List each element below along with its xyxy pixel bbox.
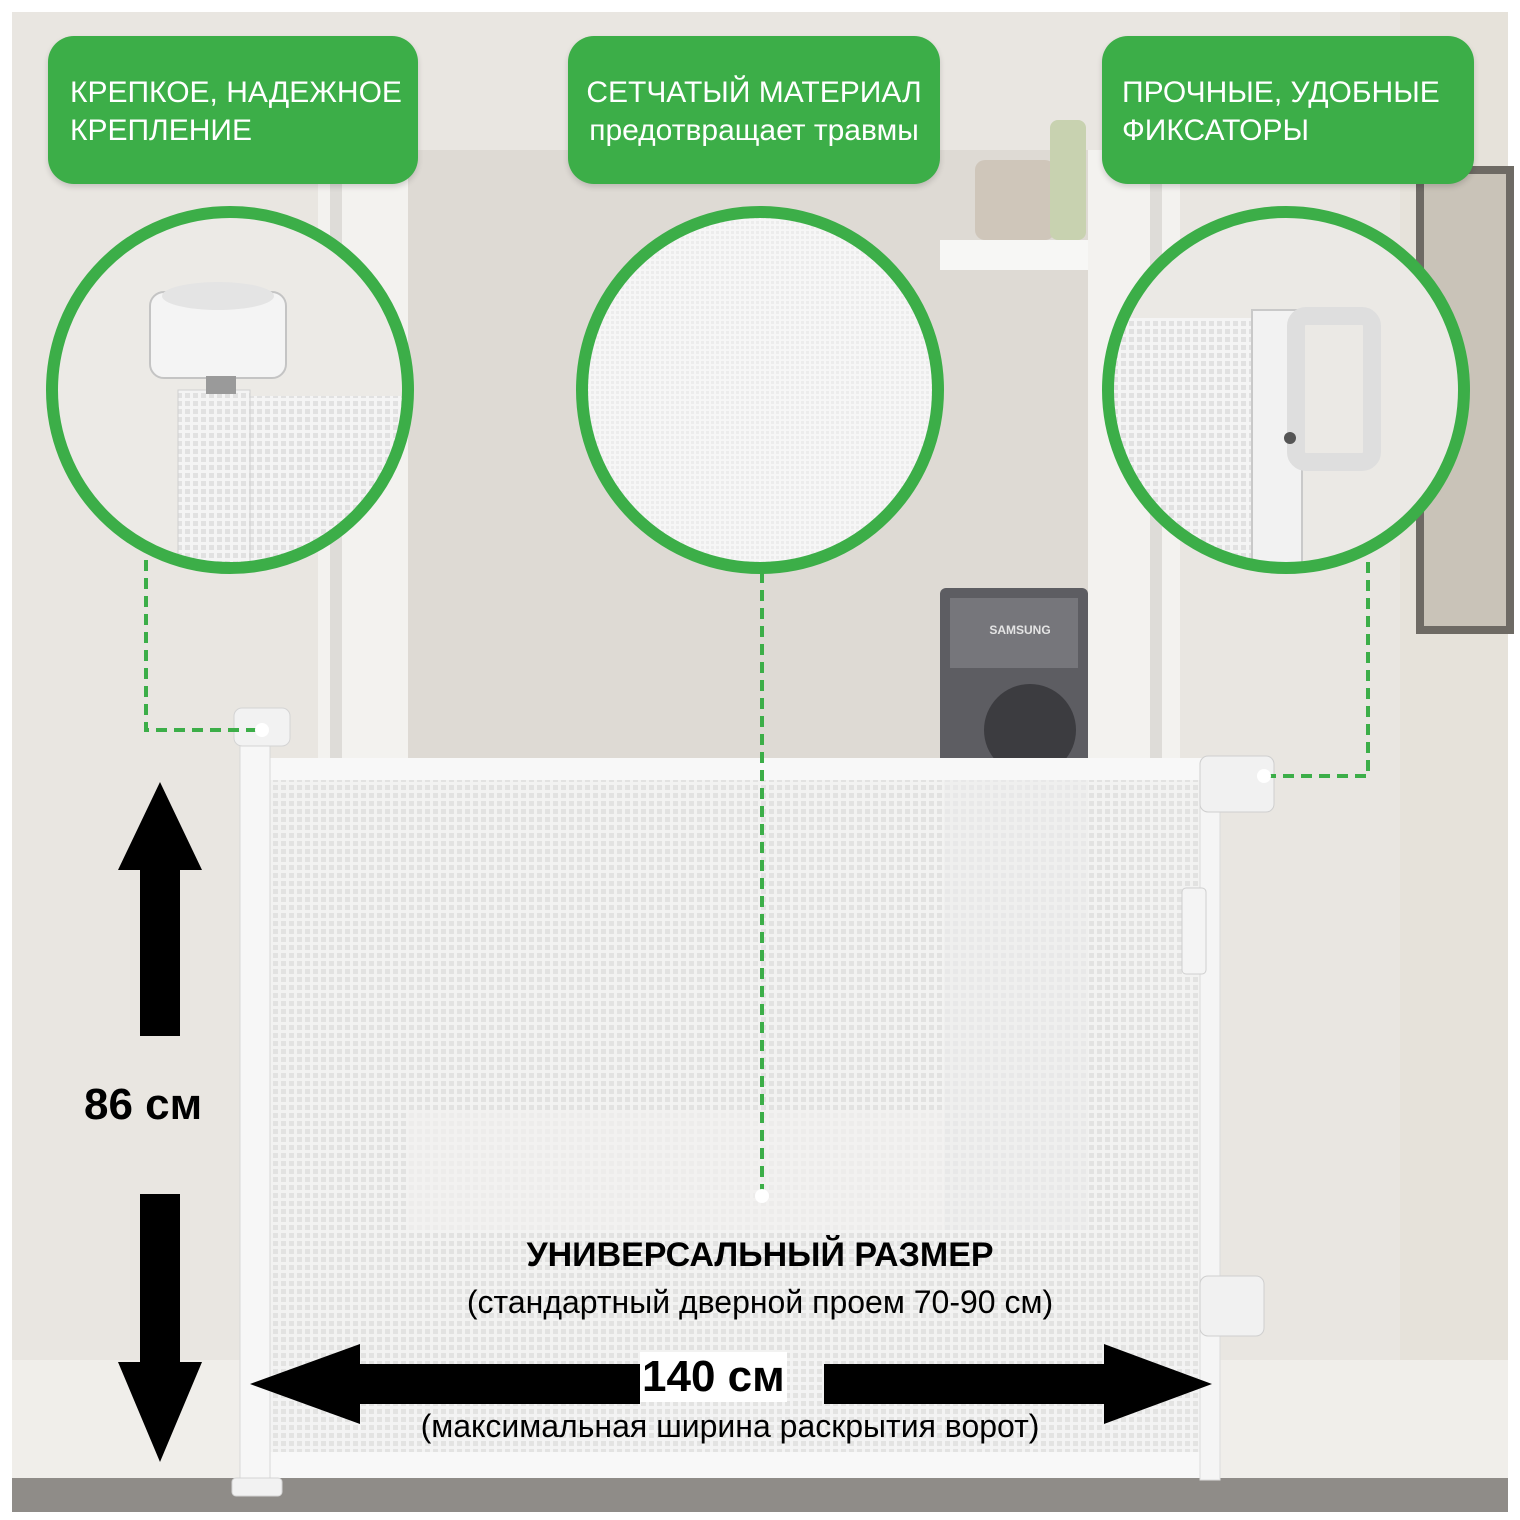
marker-mount xyxy=(255,723,269,737)
height-arrow xyxy=(118,782,202,1462)
width-note: (максимальная ширина раскрытия ворот) xyxy=(420,1408,1040,1444)
feature-badge-latch: ПРОЧНЫЕ, УДОБНЫЕ ФИКСАТОРЫ xyxy=(1102,36,1474,184)
feature-latch-line2: ФИКСАТОРЫ xyxy=(1122,114,1310,147)
appliance-brand: SAMSUNG xyxy=(989,623,1050,637)
size-note: (стандартный дверной проем 70-90 см) xyxy=(466,1284,1054,1320)
latch-bottom xyxy=(1199,1275,1265,1337)
feature-badge-mesh: СЕТЧАТЫЙ МАТЕРИАЛ предотвращает травмы xyxy=(568,36,940,184)
leader-lines xyxy=(144,560,1370,1196)
zoom-circle-mount xyxy=(46,206,414,574)
feature-mount-line1: КРЕПКОЕ, НАДЕЖНОЕ xyxy=(70,76,402,109)
zoom-circle-mesh xyxy=(576,206,944,574)
feature-mount-line2: КРЕПЛЕНИЕ xyxy=(70,114,252,147)
marker-mesh xyxy=(755,1189,769,1203)
size-title: УНИВЕРСАЛЬНЫЙ РАЗМЕР xyxy=(526,1236,994,1274)
zoom-circle-latch xyxy=(1102,206,1470,574)
gate-handle xyxy=(1181,887,1207,975)
marker-latch xyxy=(1257,769,1271,783)
feature-badge-mount: КРЕПКОЕ, НАДЕЖНОЕ КРЕПЛЕНИЕ xyxy=(48,36,418,184)
width-arrow xyxy=(250,1344,1212,1424)
shelf xyxy=(940,240,1088,270)
latch-top xyxy=(1199,755,1275,813)
width-label: 140 см xyxy=(640,1352,787,1402)
height-label: 86 см xyxy=(84,1080,203,1129)
feature-latch-line1: ПРОЧНЫЕ, УДОБНЫЕ xyxy=(1122,76,1440,109)
feature-mesh-line2: предотвращает травмы xyxy=(589,114,919,147)
feature-mesh-line1: СЕТЧАТЫЙ МАТЕРИАЛ xyxy=(586,76,922,109)
gate-post xyxy=(239,729,271,1491)
